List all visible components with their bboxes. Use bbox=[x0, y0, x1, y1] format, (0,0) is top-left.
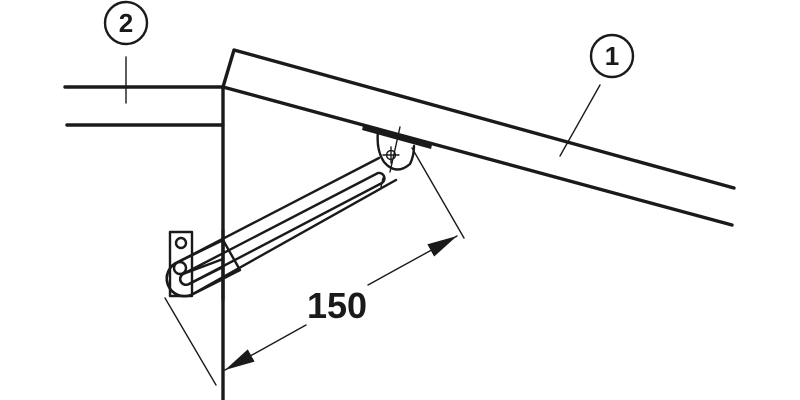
callout-2: 2 bbox=[103, 0, 149, 104]
arm-outline bbox=[165, 156, 398, 298]
dimension-arrow-right bbox=[367, 235, 458, 286]
callout-circle-2 bbox=[103, 0, 149, 46]
callout-label-1: 1 bbox=[605, 41, 619, 71]
arm-pivot-pin-icon bbox=[172, 260, 188, 276]
arm-slot bbox=[178, 171, 386, 287]
callout-label-2: 2 bbox=[119, 8, 133, 38]
bracket-body bbox=[376, 129, 416, 171]
dimension-arrow-left bbox=[224, 324, 307, 371]
cabinet-panel bbox=[63, 85, 225, 400]
lid-bracket bbox=[362, 126, 432, 188]
leader-line-1 bbox=[559, 84, 601, 157]
dimension-value: 150 bbox=[307, 285, 367, 326]
side-bracket bbox=[165, 228, 242, 302]
stay-arm bbox=[165, 156, 398, 298]
callout-circle-1 bbox=[589, 33, 635, 79]
centre-line bbox=[389, 126, 401, 173]
extension-line-left bbox=[164, 297, 217, 386]
lid-bottom-edge bbox=[221, 85, 734, 227]
lid-top-edge bbox=[221, 48, 736, 190]
dimension-150: 150 bbox=[164, 147, 465, 386]
extension-line-right bbox=[411, 147, 465, 239]
callout-1: 1 bbox=[559, 33, 635, 157]
screw-hole-top-icon bbox=[174, 236, 188, 250]
